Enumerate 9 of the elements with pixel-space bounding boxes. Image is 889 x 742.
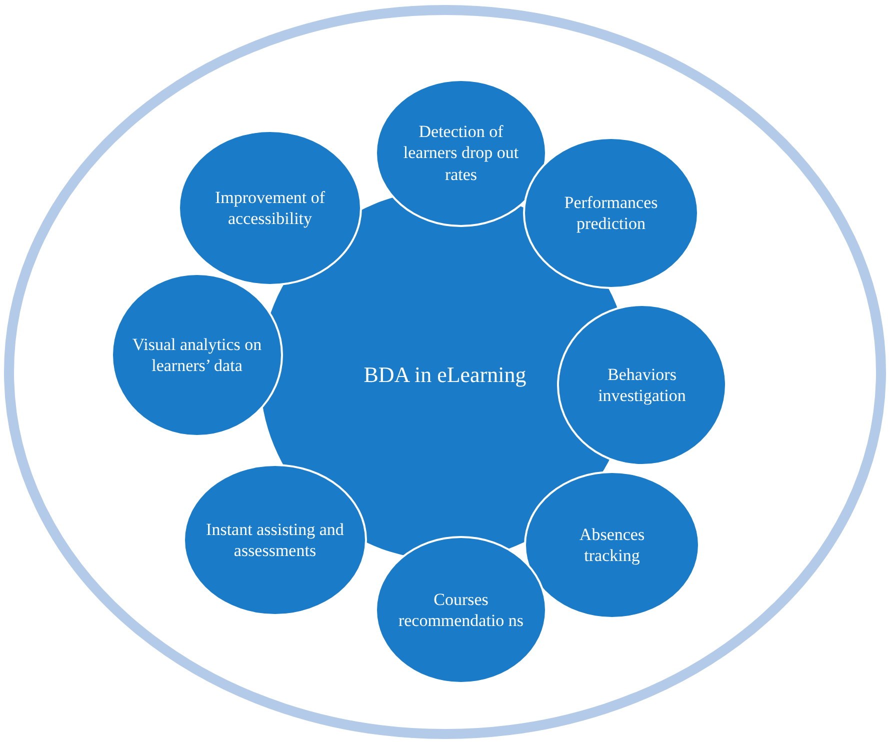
topic-label: Instant assisting and assessments <box>205 518 345 562</box>
topic-label: Improvement of accessibility <box>214 186 326 230</box>
topic-label: Courses recommendatio ns <box>397 588 525 632</box>
topic-label: Absences tracking <box>578 524 646 566</box>
topic-label: Behaviors investigation <box>597 364 687 406</box>
central-label: BDA in eLearning <box>362 361 528 389</box>
topic-label: Performances prediction <box>563 192 659 234</box>
topic-label: Visual analytics on learners’ data <box>132 334 262 376</box>
topic-label: Detection of learners drop out rates <box>402 121 520 185</box>
